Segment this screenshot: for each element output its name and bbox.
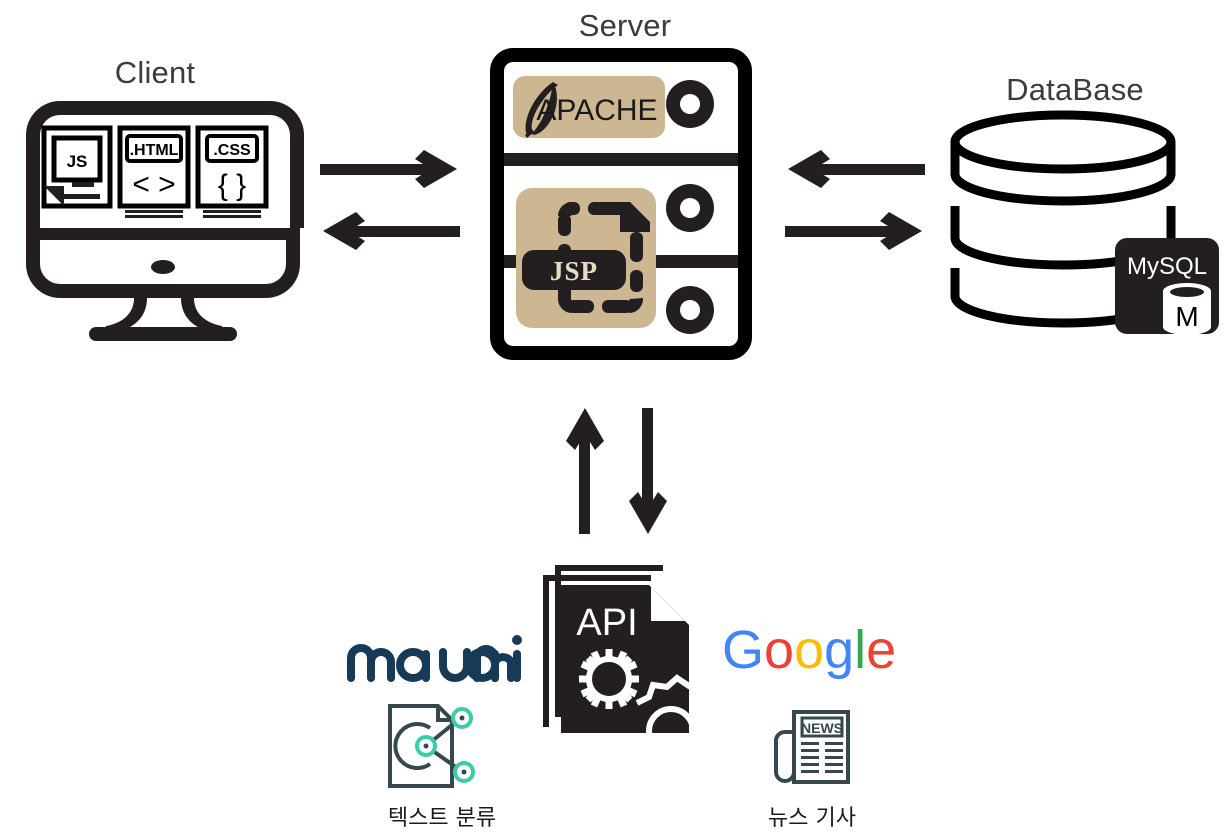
- arrow-api-to-server: [565, 408, 607, 534]
- database-cylinder: [948, 110, 1178, 328]
- mysql-badge: MySQL M: [1115, 238, 1219, 338]
- text-classification-icon: [382, 700, 482, 792]
- maum-ai-logo-suffix: [460, 630, 530, 684]
- news-paper-icon: NEWS: [762, 702, 862, 792]
- google-letter-o1: o: [764, 620, 794, 680]
- arrow-server-to-database: [785, 212, 925, 252]
- jsp-label: JSP: [550, 256, 598, 286]
- google-letter-g2: g: [824, 620, 854, 680]
- news-caption: 뉴스 기사: [768, 806, 856, 831]
- css-file-label: .CSS: [213, 142, 251, 159]
- client-heading: Client: [114, 55, 196, 90]
- apache-label: APACHE: [536, 94, 657, 127]
- html-code-glyph: < >: [132, 168, 175, 201]
- database-heading: DataBase: [1006, 72, 1144, 107]
- google-letter-g1: G: [722, 620, 764, 680]
- client-file-js: JS: [41, 125, 113, 209]
- google-letter-o2: o: [794, 620, 824, 680]
- client-file-html: .HTML < >: [117, 125, 191, 218]
- html-file-label: .HTML: [130, 142, 179, 159]
- mysql-label: MySQL: [1127, 253, 1207, 280]
- js-file-label: JS: [67, 152, 88, 171]
- google-letter-e: e: [866, 620, 896, 680]
- svg-text:Google: Google: [722, 620, 896, 680]
- text-classification-caption: 텍스트 분류: [387, 806, 497, 831]
- client-monitor: [8, 95, 318, 341]
- arrow-client-to-server: [320, 150, 460, 190]
- client-file-css: .CSS { }: [195, 125, 269, 218]
- news-headline-label: NEWS: [801, 720, 843, 736]
- server-heading: Server: [578, 8, 672, 43]
- google-letter-l: l: [854, 620, 866, 680]
- mysql-disk-letter: M: [1175, 301, 1198, 332]
- api-document-stack: API: [533, 563, 721, 756]
- api-label: API: [576, 602, 637, 644]
- arrow-server-to-api: [628, 408, 670, 534]
- jsp-badge: JSP: [516, 188, 656, 328]
- arrow-server-to-client: [320, 212, 460, 252]
- arrow-database-to-server: [785, 150, 925, 190]
- css-brace-glyph: { }: [218, 169, 246, 202]
- google-logo: Google: [722, 620, 902, 684]
- apache-badge: APACHE: [513, 76, 665, 138]
